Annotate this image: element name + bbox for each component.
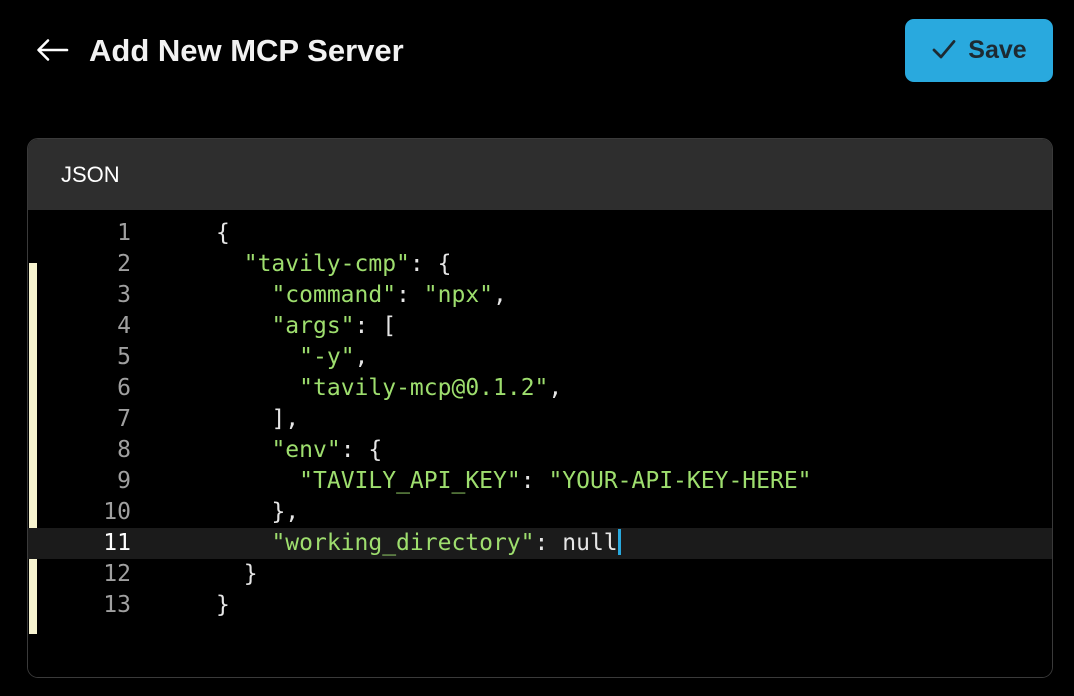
line-number: 12 bbox=[103, 561, 131, 587]
code-line-text: { bbox=[216, 220, 230, 246]
code-line-text: "tavily-mcp@0.1.2", bbox=[299, 375, 563, 401]
code-line[interactable]: 11 "working_directory": null bbox=[28, 528, 1052, 559]
page-title: Add New MCP Server bbox=[89, 33, 404, 68]
code-line[interactable]: 5 "-y", bbox=[28, 342, 1052, 373]
line-number: 8 bbox=[117, 437, 131, 463]
line-number: 9 bbox=[117, 468, 131, 494]
code-line-text: "TAVILY_API_KEY": "YOUR-API-KEY-HERE" bbox=[299, 468, 812, 494]
text-cursor bbox=[617, 529, 621, 555]
check-icon bbox=[931, 38, 957, 63]
code-line[interactable]: 12 } bbox=[28, 559, 1052, 590]
arrow-left-icon bbox=[35, 37, 69, 63]
change-indicator-bar bbox=[29, 263, 37, 634]
editor-body[interactable]: 1{2 "tavily-cmp": {3 "command": "npx",4 … bbox=[28, 210, 1052, 677]
code-line[interactable]: 1{ bbox=[28, 218, 1052, 249]
editor-language-label: JSON bbox=[61, 161, 120, 187]
line-number: 4 bbox=[117, 313, 131, 339]
code-line[interactable]: 9 "TAVILY_API_KEY": "YOUR-API-KEY-HERE" bbox=[28, 466, 1052, 497]
back-button[interactable] bbox=[28, 26, 76, 74]
code-line[interactable]: 2 "tavily-cmp": { bbox=[28, 249, 1052, 280]
code-line-text: } bbox=[216, 592, 230, 618]
code-line[interactable]: 6 "tavily-mcp@0.1.2", bbox=[28, 373, 1052, 404]
line-number: 6 bbox=[117, 375, 131, 401]
code-line-text: "env": { bbox=[271, 437, 383, 463]
code-line[interactable]: 7 ], bbox=[28, 404, 1052, 435]
code-line-list[interactable]: 1{2 "tavily-cmp": {3 "command": "npx",4 … bbox=[28, 210, 1052, 621]
line-number: 10 bbox=[103, 499, 131, 525]
code-line[interactable]: 13} bbox=[28, 590, 1052, 621]
line-number: 2 bbox=[117, 251, 131, 277]
code-line-text: ], bbox=[271, 406, 300, 432]
code-line-text: "args": [ bbox=[271, 313, 397, 339]
line-number: 3 bbox=[117, 282, 131, 308]
code-line-text: } bbox=[243, 561, 258, 587]
save-button[interactable]: Save bbox=[905, 19, 1053, 82]
json-editor-card: JSON 1{2 "tavily-cmp": {3 "command": "np… bbox=[27, 138, 1053, 678]
top-bar: Add New MCP Server Save bbox=[0, 0, 1074, 101]
line-number: 1 bbox=[117, 220, 131, 246]
code-line[interactable]: 8 "env": { bbox=[28, 435, 1052, 466]
code-line-text: "tavily-cmp": { bbox=[243, 251, 452, 277]
editor-header: JSON bbox=[28, 139, 1052, 210]
line-number: 5 bbox=[117, 344, 131, 370]
code-line[interactable]: 4 "args": [ bbox=[28, 311, 1052, 342]
code-line-text: "-y", bbox=[299, 344, 369, 370]
code-line[interactable]: 3 "command": "npx", bbox=[28, 280, 1052, 311]
code-line[interactable]: 10 }, bbox=[28, 497, 1052, 528]
code-line-text: }, bbox=[271, 499, 300, 525]
line-number: 7 bbox=[117, 406, 131, 432]
code-line-text: "working_directory": null bbox=[216, 528, 621, 559]
line-number: 11 bbox=[103, 530, 131, 556]
code-line-text: "command": "npx", bbox=[271, 282, 507, 308]
save-button-label: Save bbox=[968, 36, 1027, 64]
line-number: 13 bbox=[103, 592, 131, 618]
